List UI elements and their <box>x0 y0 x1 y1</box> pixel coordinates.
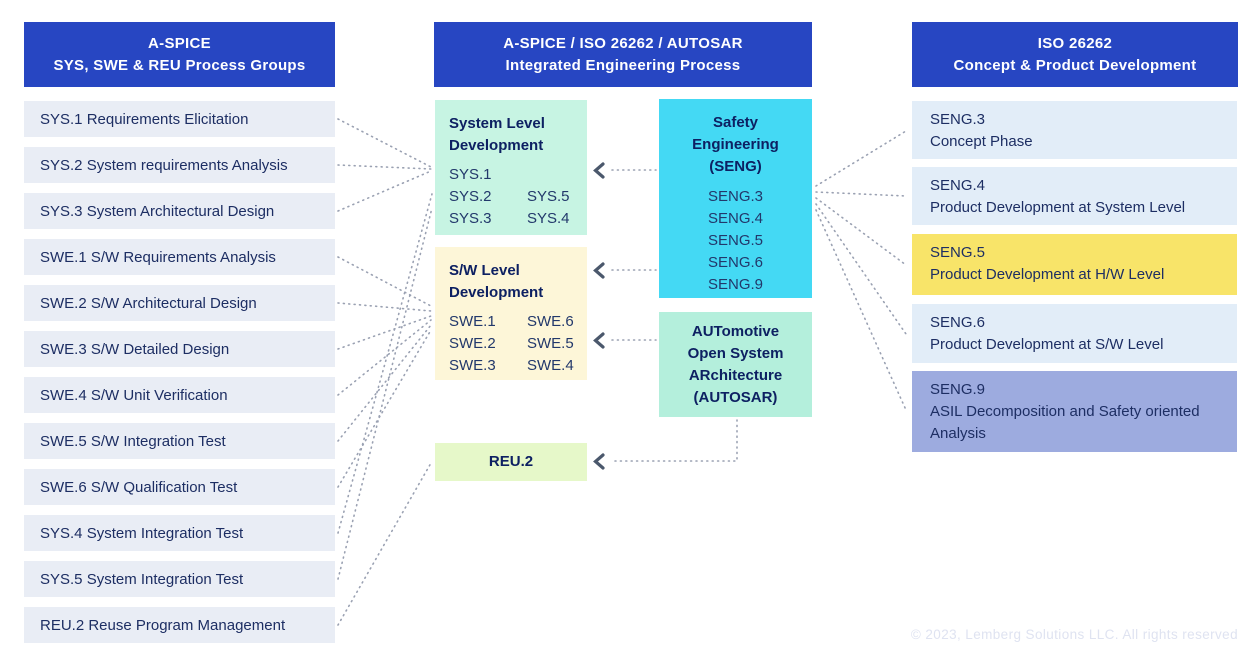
autosar-box-title: AUTomotive Open System ARchitecture (AUT… <box>687 322 784 406</box>
list-item-seng3: SENG.3 Concept Phase <box>912 101 1237 159</box>
sw-cell: SWE.5 <box>527 335 574 352</box>
list-item-seng4: SENG.4 Product Development at System Lev… <box>912 167 1237 225</box>
sw-box-items: SWE.1 SWE.6 SWE.2 SWE.5 SWE.3 SWE.4 <box>449 311 574 377</box>
sw-cell: SWE.1 <box>449 313 496 330</box>
safety-item: SENG.4 <box>707 210 764 227</box>
chevron-left-icon <box>592 453 606 470</box>
safety-item: SENG.9 <box>707 276 764 293</box>
system-cell <box>527 164 573 186</box>
seng-label: Product Development at S/W Level <box>930 336 1164 353</box>
safety-box-items: SENG.3 SENG.4 SENG.5 SENG.6 SENG.9 <box>667 186 804 296</box>
system-box-title: System Level Development <box>449 115 545 154</box>
center-column-header: A-SPICE / ISO 26262 / AUTOSAR Integrated… <box>434 22 812 87</box>
safety-item: SENG.3 <box>707 188 764 205</box>
safety-item: SENG.5 <box>707 232 764 249</box>
list-item-swe6: SWE.6 S/W Qualification Test <box>24 469 335 505</box>
autosar-box: AUTomotive Open System ARchitecture (AUT… <box>659 312 812 417</box>
seng-code: SENG.9 <box>930 381 986 398</box>
list-item-sys3: SYS.3 System Architectural Design <box>24 193 335 229</box>
seng-code: SENG.6 <box>930 314 986 331</box>
sw-cell: SWE.4 <box>527 357 574 374</box>
sw-cell: SWE.6 <box>527 313 574 330</box>
list-item-swe5: SWE.5 S/W Integration Test <box>24 423 335 459</box>
right-header-line1: ISO 26262 <box>1037 35 1113 52</box>
list-item-seng6: SENG.6 Product Development at S/W Level <box>912 304 1237 363</box>
system-box-items: SYS.1 SYS.2 SYS.5 SYS.3 SYS.4 <box>449 164 573 230</box>
chevron-left-icon <box>592 162 606 179</box>
left-header-line2: SYS, SWE & REU Process Groups <box>53 57 306 74</box>
safety-item: SENG.6 <box>707 254 764 271</box>
chevron-left-icon <box>592 262 606 279</box>
safety-box-title: Safety Engineering (SENG) <box>692 114 779 175</box>
list-item-swe1: SWE.1 S/W Requirements Analysis <box>24 239 335 275</box>
list-item-seng5: SENG.5 Product Development at H/W Level <box>912 234 1237 295</box>
list-item-seng9: SENG.9 ASIL Decomposition and Safety ori… <box>912 371 1237 452</box>
sw-cell: SWE.2 <box>449 335 496 352</box>
seng-label: ASIL Decomposition and Safety oriented A… <box>930 403 1200 442</box>
seng-label: Product Development at H/W Level <box>930 266 1165 283</box>
sw-cell: SWE.3 <box>449 357 496 374</box>
list-item-swe4: SWE.4 S/W Unit Verification <box>24 377 335 413</box>
reu2-box-title: REU.2 <box>488 453 534 470</box>
safety-engineering-box: Safety Engineering (SENG) SENG.3 SENG.4 … <box>659 99 812 298</box>
list-item-swe2: SWE.2 S/W Architectural Design <box>24 285 335 321</box>
list-item-swe3: SWE.3 S/W Detailed Design <box>24 331 335 367</box>
system-cell: SYS.5 <box>527 188 570 205</box>
left-header-line1: A-SPICE <box>148 35 211 52</box>
reu2-box: REU.2 <box>435 443 587 481</box>
system-cell: SYS.1 <box>449 166 492 183</box>
system-cell: SYS.4 <box>527 210 570 227</box>
seng-code: SENG.3 <box>930 111 986 128</box>
list-item-reu2: REU.2 Reuse Program Management <box>24 607 335 643</box>
chevron-left-icon <box>592 332 606 349</box>
center-header-line1: A-SPICE / ISO 26262 / AUTOSAR <box>503 35 743 52</box>
copyright-notice: © 2023, Lemberg Solutions LLC. All right… <box>910 627 1238 642</box>
center-header-line2: Integrated Engineering Process <box>505 57 741 74</box>
seng-label: Product Development at System Level <box>930 199 1186 216</box>
system-cell: SYS.2 <box>449 188 492 205</box>
right-column-header: ISO 26262 Concept & Product Development <box>912 22 1238 87</box>
list-item-sys2: SYS.2 System requirements Analysis <box>24 147 335 183</box>
seng-code: SENG.5 <box>930 244 986 261</box>
system-cell: SYS.3 <box>449 210 492 227</box>
list-item-sys4: SYS.4 System Integration Test <box>24 515 335 551</box>
left-column-header: A-SPICE SYS, SWE & REU Process Groups <box>24 22 335 87</box>
sw-box-title: S/W Level Development <box>449 262 544 301</box>
right-header-line2: Concept & Product Development <box>953 57 1197 74</box>
list-item-sys1: SYS.1 Requirements Elicitation <box>24 101 335 137</box>
system-level-development-box: System Level Development SYS.1 SYS.2 SYS… <box>435 100 587 235</box>
seng-code: SENG.4 <box>930 177 986 194</box>
sw-level-development-box: S/W Level Development SWE.1 SWE.6 SWE.2 … <box>435 247 587 380</box>
seng-label: Concept Phase <box>930 133 1033 150</box>
list-item-sys5: SYS.5 System Integration Test <box>24 561 335 597</box>
